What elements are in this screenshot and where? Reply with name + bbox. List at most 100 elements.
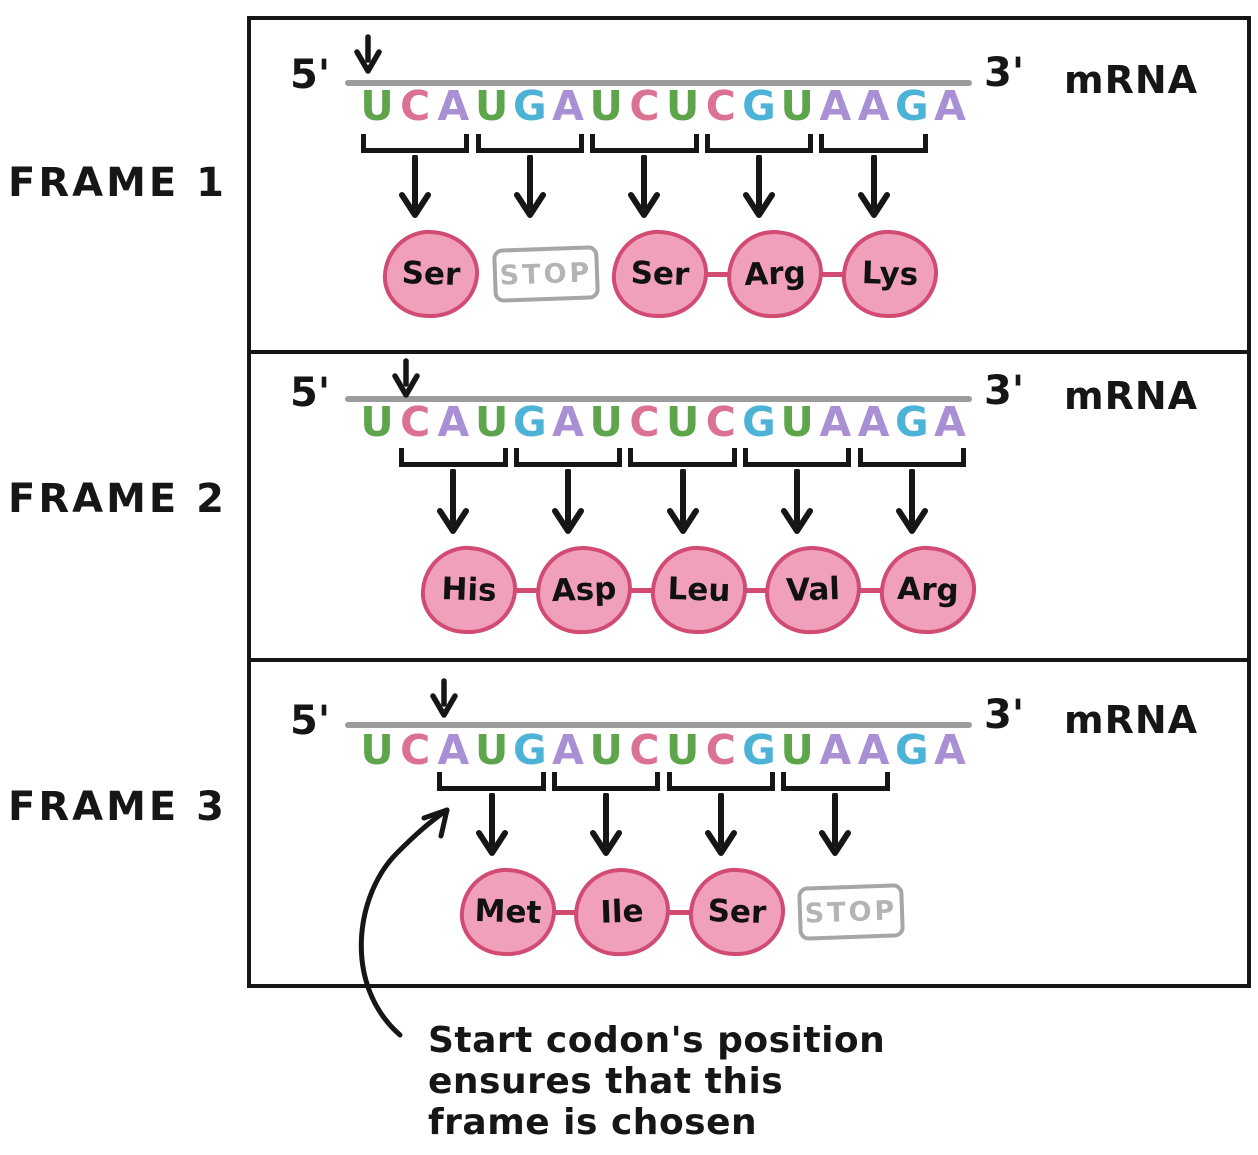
three-prime-label: 3' [984, 368, 1024, 414]
nucleotide-A-16: A [934, 86, 966, 127]
codon-arrow [737, 155, 781, 224]
codon-arrow [431, 469, 475, 540]
mrna-label: mRNA [1064, 698, 1198, 742]
nucleotide-U-1: U [360, 402, 393, 443]
start-position-arrow [427, 678, 461, 722]
start-position-arrow [351, 34, 385, 78]
amino-acid-label: Ser [630, 255, 690, 293]
nucleotide-U-4: U [475, 730, 508, 771]
nucleotide-A-3: A [438, 402, 470, 443]
stop-box: STOP [492, 245, 600, 303]
nucleotide-A-14: A [858, 86, 890, 127]
amino-acid-label: Ser [401, 255, 461, 293]
nucleotide-U-9: U [666, 402, 699, 443]
amino-acid-label: Ser [707, 893, 767, 931]
nucleotide-A-3: A [438, 86, 470, 127]
nucleotide-U-1: U [360, 730, 393, 771]
nucleotide-G-5: G [513, 730, 547, 771]
nucleotide-U-1: U [360, 86, 393, 127]
nucleotide-U-4: U [475, 86, 508, 127]
codon-bracket [819, 134, 927, 153]
codon-bracket [361, 134, 469, 153]
frame-2-label: FRAME 2 [8, 476, 233, 522]
codon-arrow [890, 469, 934, 540]
codon-bracket [552, 772, 660, 791]
codon-bracket [399, 448, 507, 467]
nucleotide-A-6: A [552, 402, 584, 443]
five-prime-label: 5' [290, 52, 330, 98]
stop-box: STOP [797, 883, 905, 941]
nucleotide-G-11: G [742, 730, 776, 771]
amino-acid-label: Arg [896, 571, 959, 609]
annotation-text-line-2: ensures that this [428, 1061, 783, 1102]
nucleotide-C-10: C [706, 86, 736, 127]
nucleotide-A-6: A [552, 730, 584, 771]
amino-acid-label: His [441, 571, 497, 609]
nucleotide-C-8: C [629, 402, 659, 443]
mrna-label: mRNA [1064, 58, 1198, 102]
nucleotide-G-5: G [513, 402, 547, 443]
mrna-label: mRNA [1064, 374, 1198, 418]
nucleotide-U-12: U [781, 86, 814, 127]
codon-bracket [705, 134, 813, 153]
nucleotide-U-9: U [666, 730, 699, 771]
codon-arrow [584, 793, 628, 862]
frame-3-label: FRAME 3 [8, 784, 233, 830]
codon-arrow [393, 155, 437, 224]
five-prime-label: 5' [290, 698, 330, 744]
nucleotide-A-13: A [820, 402, 852, 443]
codon-bracket [476, 134, 584, 153]
nucleotide-C-8: C [629, 730, 659, 771]
codon-bracket [781, 772, 889, 791]
annotation-text-line-1: Start codon's position [428, 1020, 885, 1061]
three-prime-label: 3' [984, 50, 1024, 96]
nucleotide-C-2: C [400, 730, 430, 771]
amino-acid-label: Asp [551, 571, 617, 609]
nucleotide-U-12: U [781, 402, 814, 443]
codon-bracket [628, 448, 736, 467]
nucleotide-C-8: C [629, 86, 659, 127]
codon-bracket [590, 134, 698, 153]
codon-arrow [852, 155, 896, 224]
five-prime-label: 5' [290, 370, 330, 416]
annotation-curved-arrow [335, 790, 485, 1045]
amino-acid-label: Lys [861, 255, 919, 293]
codon-arrow [622, 155, 666, 224]
codon-arrow [508, 155, 552, 224]
codon-bracket [437, 772, 545, 791]
nucleotide-A-14: A [858, 730, 890, 771]
nucleotide-G-11: G [742, 402, 776, 443]
nucleotide-G-15: G [895, 402, 929, 443]
frame-1-label: FRAME 1 [8, 160, 233, 206]
nucleotide-U-9: U [666, 86, 699, 127]
start-position-arrow [389, 358, 423, 402]
amino-acid-label: Ile [600, 893, 644, 930]
codon-arrow [775, 469, 819, 540]
codon-bracket [743, 448, 851, 467]
codon-bracket [667, 772, 775, 791]
nucleotide-G-15: G [895, 730, 929, 771]
nucleotide-G-5: G [513, 86, 547, 127]
nucleotide-A-6: A [552, 86, 584, 127]
annotation-text-line-3: frame is chosen [428, 1102, 757, 1143]
codon-bracket [858, 448, 966, 467]
nucleotide-A-13: A [820, 86, 852, 127]
amino-acid-label: Arg [744, 255, 807, 293]
amino-acid-label: Val [786, 571, 841, 609]
nucleotide-G-11: G [742, 86, 776, 127]
stop-label: STOP [805, 895, 899, 929]
codon-bracket [514, 448, 622, 467]
codon-arrow [546, 469, 590, 540]
nucleotide-U-4: U [475, 402, 508, 443]
nucleotide-G-15: G [895, 86, 929, 127]
codon-arrow [661, 469, 705, 540]
nucleotide-C-10: C [706, 402, 736, 443]
codon-arrow [813, 793, 857, 862]
nucleotide-U-7: U [590, 402, 623, 443]
nucleotide-A-3: A [438, 730, 470, 771]
nucleotide-U-7: U [590, 86, 623, 127]
nucleotide-U-7: U [590, 730, 623, 771]
codon-arrow [699, 793, 743, 862]
nucleotide-C-2: C [400, 86, 430, 127]
